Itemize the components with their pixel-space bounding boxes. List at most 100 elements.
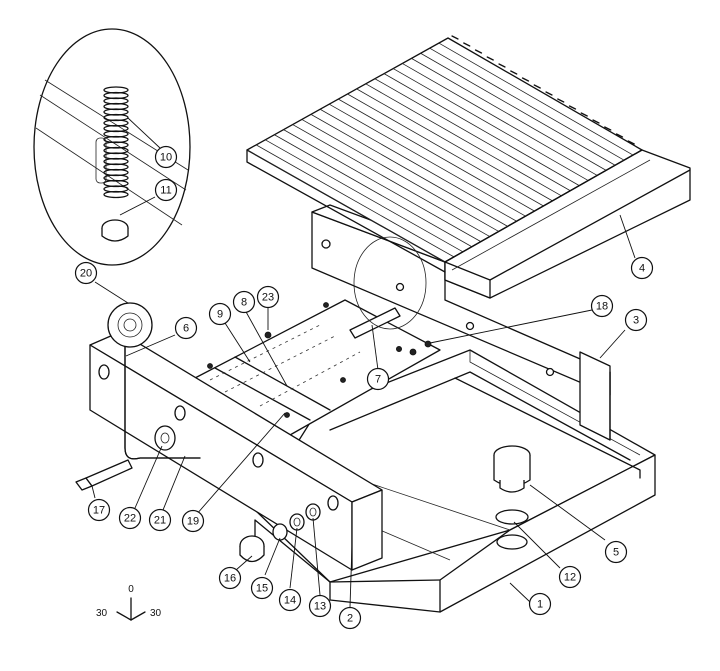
bracket-7 [349,307,401,339]
callout-circle [558,565,582,589]
fin-line [374,78,571,192]
callout-number: 16 [224,573,236,585]
fin-edge [592,119,600,124]
fin-line [255,144,455,258]
cooling-fins [246,35,635,263]
front-plate [89,331,383,571]
callout-23: 23 [256,285,280,309]
callout-number: 15 [256,583,268,595]
callout-number: 7 [375,374,381,386]
callout-22: 22 [118,506,142,530]
callout-circle [604,540,628,564]
callout-circle [624,308,648,332]
callout-7: 7 [366,367,390,391]
fin-line [283,129,482,242]
callout-circle [630,256,654,280]
spring-detail-inset [33,28,191,266]
callout-circle [174,316,198,340]
callout-number: 1 [537,599,543,611]
callout-circle [154,145,178,169]
callout-circle [218,566,242,590]
callout-13: 13 [308,594,332,618]
fin-line [438,42,634,156]
callout-circle [528,592,552,616]
fin-line [365,83,562,197]
callout-number: 4 [639,263,645,275]
fin-line [411,58,607,171]
callout-number: 10 [160,152,172,164]
callout-number: 9 [217,309,223,321]
drain-plug-5 [493,445,531,493]
axis-label-right: 30 [150,608,162,619]
callout-8: 8 [232,290,256,314]
callout-leaders [91,117,636,608]
fitting-13 [305,503,321,521]
callout-number: 2 [347,613,353,625]
washer-22 [154,425,176,451]
callout-5: 5 [604,540,628,564]
fin-line [356,88,553,202]
callout-11: 11 [154,178,178,202]
callout-1: 1 [528,592,552,616]
callout-21: 21 [148,508,172,532]
fin-line [310,114,508,227]
callout-17: 17 [87,498,111,522]
callout-number: 18 [596,301,608,313]
detail-region-outline [353,236,427,330]
callout-circle [87,498,111,522]
callout-circle [181,509,205,533]
fin-edge [451,35,459,40]
callout-circle [148,508,172,532]
end-cap-16 [239,535,265,563]
callout-circle [308,594,332,618]
fin-line [402,63,598,176]
nut-15 [272,523,288,541]
callout-circle [208,302,232,326]
fin-edge [521,77,530,82]
callout-circle [74,261,98,285]
o-ring-12 [495,509,529,525]
fin-edge [474,49,483,54]
heatsink-cover [246,35,691,299]
callout-16: 16 [218,566,242,590]
callout-number: 17 [93,505,105,517]
fin-line [265,139,464,253]
fin-line [292,124,490,237]
callout-19: 19 [181,509,205,533]
knob-ball [107,302,153,348]
callout-3: 3 [624,308,648,332]
axis-label-top: 0 [128,584,134,595]
fin-edge [568,105,577,110]
callout-15: 15 [250,576,274,600]
callout-number: 22 [124,513,136,525]
fin-line [392,68,589,181]
spring-coil [103,190,129,199]
fin-edge [486,56,494,61]
fin-edge [557,98,565,103]
callout-circle [338,606,362,630]
callout-20: 20 [74,261,98,285]
callout-number: 6 [183,323,189,335]
fin-line [420,52,616,166]
screws [207,302,432,418]
callout-number: 11 [160,185,171,197]
fin-edge [615,133,624,138]
fin-line [246,149,446,263]
callout-circle [590,294,614,318]
callout-12: 12 [558,565,582,589]
bolt-17 [75,459,133,491]
callout-6: 6 [174,316,198,340]
fin-line [301,119,499,232]
fin-line [329,103,526,217]
callout-number: 3 [633,315,639,327]
callout-circle [278,588,302,612]
callout-circle [256,285,280,309]
fin-line [319,108,517,222]
fin-edge [604,126,612,131]
nut-14 [289,513,305,531]
callout-number: 21 [154,515,166,527]
callout-circle [232,290,256,314]
callout-number: 12 [564,572,576,584]
